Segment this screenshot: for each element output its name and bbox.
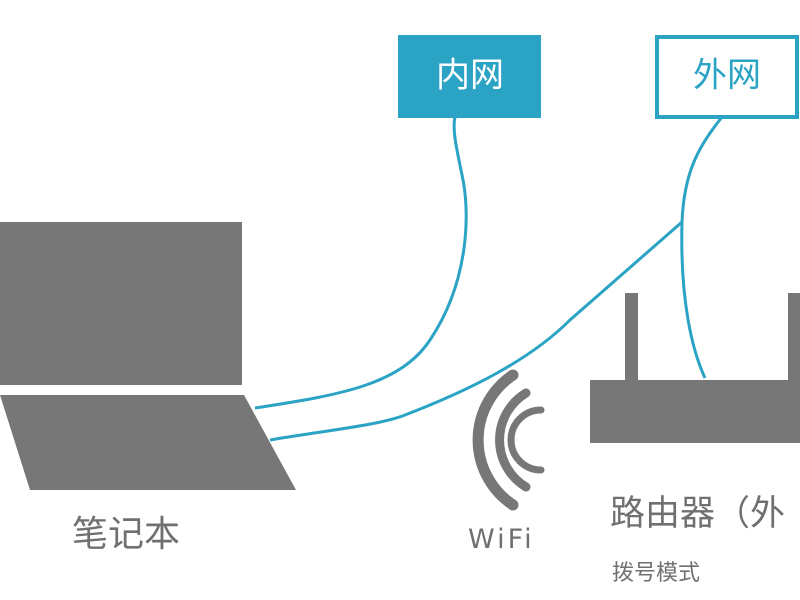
laptop-label: 笔记本 bbox=[72, 514, 180, 555]
internet-box: 外网 bbox=[655, 35, 799, 119]
cable-laptop-intranet bbox=[254, 116, 468, 410]
router-body bbox=[590, 380, 800, 443]
wifi-label: WiFi bbox=[468, 524, 535, 555]
laptop-screen bbox=[0, 222, 242, 385]
intranet-label: 内网 bbox=[436, 56, 504, 96]
intranet-box: 内网 bbox=[398, 35, 541, 118]
cable-router-internet bbox=[680, 116, 724, 379]
cable-laptop-router-internet bbox=[269, 220, 683, 442]
wifi-icon bbox=[472, 369, 545, 511]
router-antenna bbox=[625, 293, 638, 380]
internet-label: 外网 bbox=[693, 56, 761, 96]
router-label: 路由器（外 bbox=[610, 494, 785, 534]
router-antenna bbox=[788, 293, 800, 380]
router-icon bbox=[590, 293, 800, 443]
laptop-icon bbox=[0, 222, 296, 490]
router-sublabel: 拨号模式 bbox=[612, 561, 700, 586]
laptop-base bbox=[0, 395, 296, 490]
